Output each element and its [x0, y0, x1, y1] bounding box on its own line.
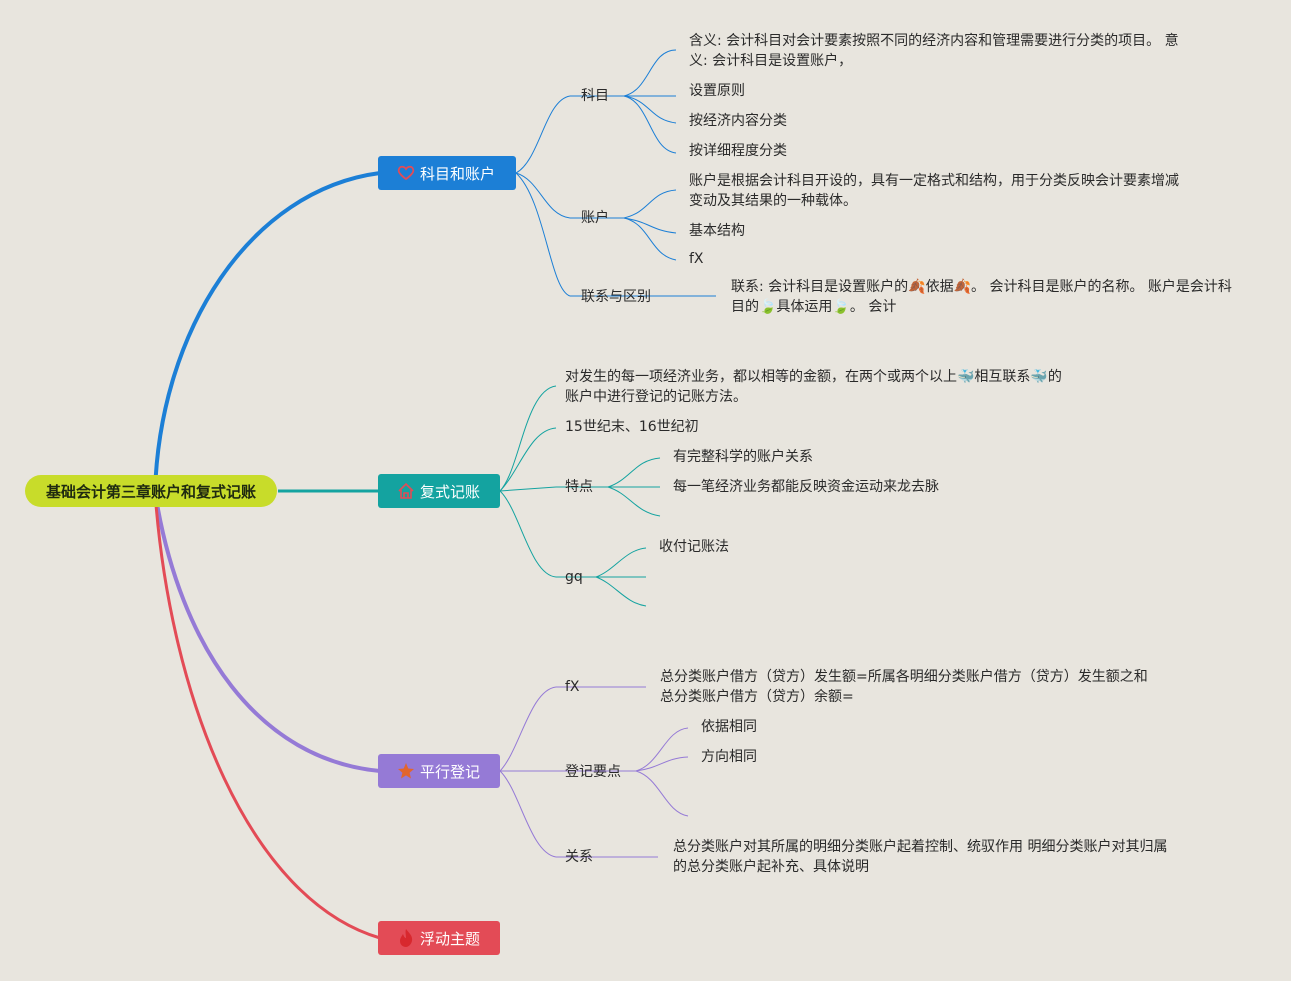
topic-fudong-zhuti[interactable]: 浮动主题 — [378, 921, 500, 955]
node-yiju-xiangtong[interactable]: 依据相同 — [701, 719, 757, 735]
node-an-jingji-neirong[interactable]: 按经济内容分类 — [689, 113, 787, 129]
topic-label: 平行登记 — [420, 762, 481, 781]
root-topic[interactable]: 基础会计第三章账户和复式记账 — [25, 475, 277, 507]
node-laolong-qumai[interactable]: 每一笔经济业务都能反映资金运动来龙去脉 — [673, 479, 939, 495]
b1-link-kemu — [515, 95, 571, 174]
topic-kemu-zhanghu[interactable]: 科目和账户 — [378, 156, 516, 190]
topic-fushi-jizhang[interactable]: 复式记账 — [378, 474, 500, 508]
root-topic-label: 基础会计第三章账户和复式记账 — [45, 482, 256, 501]
node-an-xiangxi-chengdu[interactable]: 按详细程度分类 — [689, 143, 787, 159]
node-jiben-jiegou[interactable]: 基本结构 — [689, 223, 745, 239]
subtopic-lianxi-qubie[interactable]: 联系与区别 — [581, 289, 651, 305]
subtopic-kemu[interactable]: 科目 — [581, 88, 609, 104]
node-fushi-dingyi[interactable]: 对发生的每一项经济业务，都以相等的金额，在两个或两个以上🐳相互联系🐳的账户中进行… — [565, 369, 1062, 405]
fire-icon — [396, 928, 416, 948]
root-link-4 — [153, 491, 381, 940]
topic-label: 浮动主题 — [420, 929, 481, 948]
subtopic-dengji-yaodian[interactable]: 登记要点 — [565, 764, 621, 780]
topic-pingxing-dengji[interactable]: 平行登记 — [378, 754, 500, 788]
subtopic-guanxi[interactable]: 关系 — [565, 849, 593, 865]
node-wanzheng-kexue[interactable]: 有完整科学的账户关系 — [673, 449, 813, 465]
topic-label: 科目和账户 — [420, 164, 496, 183]
home-icon — [396, 481, 416, 501]
node-shiji[interactable]: 15世纪末、16世纪初 — [565, 419, 699, 435]
node-fx-gongshi[interactable]: 总分类账户借方（贷方）发生额=所属各明细分类账户借方（贷方）发生额之和 总分类账… — [660, 669, 1148, 705]
subtopic-tedian[interactable]: 特点 — [565, 479, 593, 495]
node-shezhi-yuanze[interactable]: 设置原则 — [689, 83, 745, 99]
b1-link-zhanghu — [515, 172, 571, 219]
root-link-1 — [153, 171, 381, 493]
node-shoufu-jizhangfa[interactable]: 收付记账法 — [659, 539, 729, 555]
node-lianxi[interactable]: 联系: 会计科目是设置账户的🍂依据🍂。 会计科目是账户的名称。 账户是会计科目的… — [731, 279, 1232, 315]
star-icon — [396, 761, 416, 781]
node-guanxi-shuoming[interactable]: 总分类账户对其所属的明细分类账户起着控制、统驭作用 明细分类账户对其归属的总分类… — [673, 839, 1168, 875]
node-zhanghu-dingyi[interactable]: 账户是根据会计科目开设的，具有一定格式和结构，用于分类反映会计要素增减变动及其结… — [689, 173, 1179, 209]
root-link-3 — [153, 491, 381, 773]
heart-icon — [396, 163, 416, 183]
node-fangxiang-xiangtong[interactable]: 方向相同 — [701, 749, 757, 765]
subtopic-gq[interactable]: gq — [565, 569, 583, 585]
subtopic-fx[interactable]: fX — [565, 679, 580, 695]
b1-link-lianxi — [515, 172, 571, 297]
node-kemu-hanyi[interactable]: 含义: 会计科目对会计要素按照不同的经济内容和管理需要进行分类的项目。 意义: … — [689, 33, 1179, 69]
topic-label: 复式记账 — [420, 482, 481, 501]
subtopic-zhanghu[interactable]: 账户 — [581, 210, 609, 226]
node-fx-1[interactable]: fX — [689, 251, 704, 267]
